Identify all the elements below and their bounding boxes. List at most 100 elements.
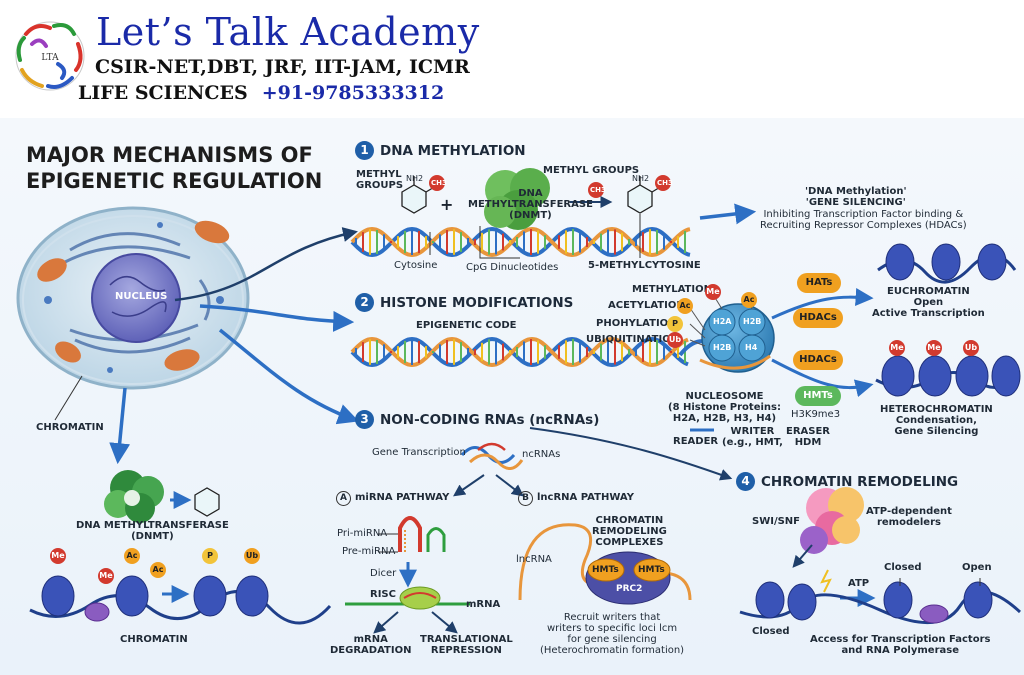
- acetylation-label: ACETYLATION: [608, 300, 685, 311]
- acetyl-mark-2: Ac: [741, 292, 757, 308]
- methylation-effect-title: 'DNA Methylation' 'GENE SILENCING': [805, 186, 907, 208]
- mrna-label: mRNA: [466, 599, 501, 610]
- bl-mark-me-2: Me: [98, 568, 114, 584]
- ch3-label: CH3: [431, 179, 447, 187]
- dnmt-bottom-label: DNA METHYLTRANSFERASE (DNMT): [76, 520, 229, 542]
- lncrna-label: lncRNA: [516, 554, 552, 565]
- chromatin-bottom-label: CHROMATIN: [120, 634, 188, 645]
- header: LTA Let’s Talk Academy CSIR-NET,DBT, JRF…: [0, 0, 1024, 118]
- dicer-label: Dicer: [370, 568, 397, 579]
- logo-text: LTA: [41, 53, 59, 63]
- phone-number: +91-9785333312: [261, 82, 445, 104]
- crc-label: CHROMATIN REMODELING COMPLEXES: [592, 515, 667, 548]
- hetero-me-mark: Me: [889, 340, 905, 356]
- translational-repression-label: TRANSLATIONAL REPRESSION: [420, 634, 513, 656]
- histone-h2a: H2A: [713, 317, 732, 326]
- access-label: Access for Transcription Factors and RNA…: [810, 634, 991, 656]
- five-mc-label: 5-METHYLCYTOSINE: [588, 260, 701, 271]
- epigenetic-code-label: EPIGENETIC CODE: [416, 320, 517, 331]
- cell-illustration: [16, 206, 250, 390]
- recruit-label: Recruit writers that writers to specific…: [540, 612, 685, 656]
- main-title-line2: EPIGENETIC REGULATION: [26, 169, 323, 193]
- pathway-a-marker: A: [336, 491, 351, 506]
- hetero-me-mark-2: Me: [926, 340, 942, 356]
- prc2-label: PRC2: [616, 584, 643, 594]
- bl-mark-me: Me: [50, 548, 66, 564]
- euchromatin-illustration: [877, 243, 1017, 284]
- section-number: 3: [355, 410, 374, 429]
- open-label: Open: [962, 562, 992, 573]
- methylation-effect-body: Inhibiting Transcription Factor binding …: [760, 209, 967, 231]
- main-title: MAJOR MECHANISMS OF EPIGENETIC REGULATIO…: [26, 142, 322, 194]
- academy-logo: LTA: [15, 21, 85, 91]
- bottom-chromatin: [29, 575, 332, 625]
- histone-h4: H4: [745, 343, 758, 352]
- mirna-pathway-label: miRNA PATHWAY: [355, 492, 450, 503]
- eraser-label: ERASER HDM: [786, 426, 831, 448]
- closed-bottom-label: Closed: [752, 626, 790, 637]
- mrna-degradation-label: mRNA DEGRADATION: [330, 634, 412, 656]
- phospho-mark: P: [667, 316, 683, 332]
- nh2-label: NH2: [406, 174, 424, 183]
- chromatin-label: CHROMATIN: [36, 422, 104, 433]
- mirna-hairpins: [378, 516, 446, 553]
- dna-helix-1: [350, 226, 691, 258]
- hetero-ub-mark: Ub: [963, 340, 979, 356]
- methyl-mark: Me: [705, 284, 721, 300]
- section-title: DNA METHYLATION: [380, 143, 526, 159]
- histone-h2b-2: H2B: [713, 343, 732, 352]
- nucleosome-label: NUCLEOSOME (8 Histone Proteins: H2A, H2B…: [668, 391, 781, 424]
- section-ncrna: 3 NON-CODING RNAs (ncRNAs): [355, 410, 599, 429]
- subject-line: LIFE SCIENCES+91-9785333312: [78, 82, 444, 104]
- phosphorylation-label: PHOHYLATION: [596, 318, 677, 329]
- ubiquitination-label: UBIQUITINATION: [586, 334, 680, 345]
- section-title: HISTONE MODIFICATIONS: [380, 295, 574, 311]
- hdacs-badge: HDACs: [793, 308, 843, 328]
- cytosine-label: Cytosine: [394, 260, 438, 271]
- closed-top-label: Closed: [884, 562, 922, 573]
- hmts-right-label: HMTs: [638, 565, 665, 575]
- writer-label: WRITER (e.g., HMT,: [722, 426, 783, 448]
- swi-snf-remodeler: [800, 487, 864, 554]
- atp-label: ATP: [848, 578, 870, 589]
- ch3-label-2: CH3: [657, 179, 673, 187]
- main-title-line1: MAJOR MECHANISMS OF: [26, 143, 313, 167]
- section-number: 4: [736, 472, 755, 491]
- risc-label: RISC: [370, 589, 396, 600]
- exam-list: CSIR-NET,DBT, JRF, IIT-JAM, ICMR: [95, 56, 470, 78]
- methyl-groups-right: METHYL GROUPS: [543, 165, 640, 176]
- risc-complex: [345, 586, 470, 610]
- bl-mark-ac: Ac: [124, 548, 140, 564]
- bl-mark-p: P: [202, 548, 218, 564]
- hmts-left-label: HMTs: [592, 565, 619, 575]
- ubiquitin-mark: Ub: [667, 332, 683, 348]
- methylation-label: METHYLATION: [632, 284, 712, 295]
- lncrna-prc2-complex: [518, 523, 692, 605]
- pathway-b-marker: B: [518, 491, 533, 506]
- ncrnas-label: ncRNAs: [522, 449, 561, 460]
- hmts-badge: HMTs: [795, 386, 841, 406]
- hats-badge: HATs: [797, 273, 841, 293]
- histone-h2b: H2B: [743, 317, 762, 326]
- bl-mark-ac-2: Ac: [150, 562, 166, 578]
- section-title: NON-CODING RNAs (ncRNAs): [380, 412, 600, 428]
- swi-snf-label: SWI/SNF: [752, 516, 801, 527]
- acetyl-mark: Ac: [677, 298, 693, 314]
- heterochromatin-illustration: [875, 355, 1021, 397]
- section-number: 2: [355, 293, 374, 312]
- nh2-label-2: NH2: [632, 174, 650, 183]
- bl-mark-ub: Ub: [244, 548, 260, 564]
- dnmt-label: DNA METHYLTRANSFERASE (DNMT): [468, 188, 593, 221]
- ch3-circle: [655, 175, 671, 191]
- dna-helix-2: [350, 336, 689, 368]
- nucleus-label: NUCLEUS: [115, 291, 168, 302]
- ch3-circle: [588, 182, 604, 198]
- plus-sign: +: [440, 195, 454, 214]
- gene-transcription-label: Gene Transcription: [372, 447, 466, 458]
- atp-dependent-label: ATP-dependent remodelers: [866, 506, 952, 528]
